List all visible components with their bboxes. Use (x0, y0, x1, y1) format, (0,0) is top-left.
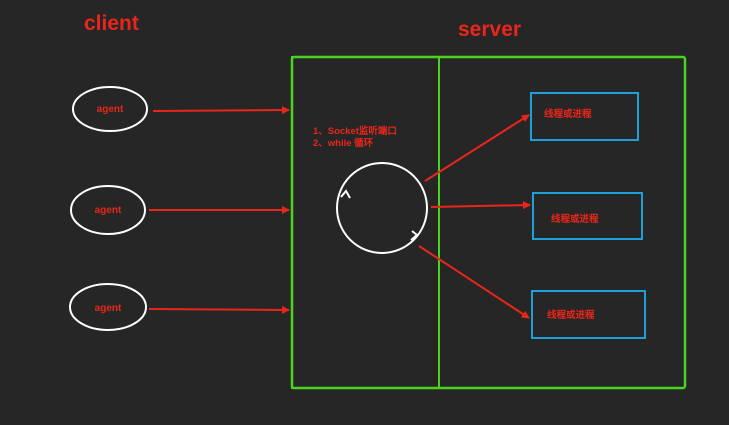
listener-step-2: 2、while 循环 (313, 137, 374, 149)
server-heading: server (458, 18, 521, 41)
request-arrow (152, 106, 290, 115)
worker-label: 线程或进程 (551, 213, 599, 225)
dispatch-arrow (424, 114, 530, 182)
listener-step-1: 1、Socket监听端口 (313, 125, 397, 137)
loop-icon (336, 162, 428, 254)
dispatch-arrow (418, 245, 530, 319)
worker-box: 线程或进程 (532, 192, 643, 240)
worker-label: 线程或进程 (547, 309, 595, 321)
worker-box: 线程或进程 (531, 290, 646, 339)
request-arrow (148, 305, 290, 314)
agent-label: agent (95, 205, 122, 216)
dispatch-arrow (430, 201, 531, 210)
agent-node: agent (69, 283, 147, 331)
worker-box: 线程或进程 (530, 92, 639, 141)
client-heading: client (84, 12, 139, 35)
listener-box (291, 56, 440, 389)
agent-label: agent (95, 303, 122, 314)
worker-label: 线程或进程 (544, 108, 592, 120)
agent-node: agent (70, 185, 146, 235)
agent-label: agent (97, 104, 124, 115)
agent-node: agent (72, 86, 148, 132)
